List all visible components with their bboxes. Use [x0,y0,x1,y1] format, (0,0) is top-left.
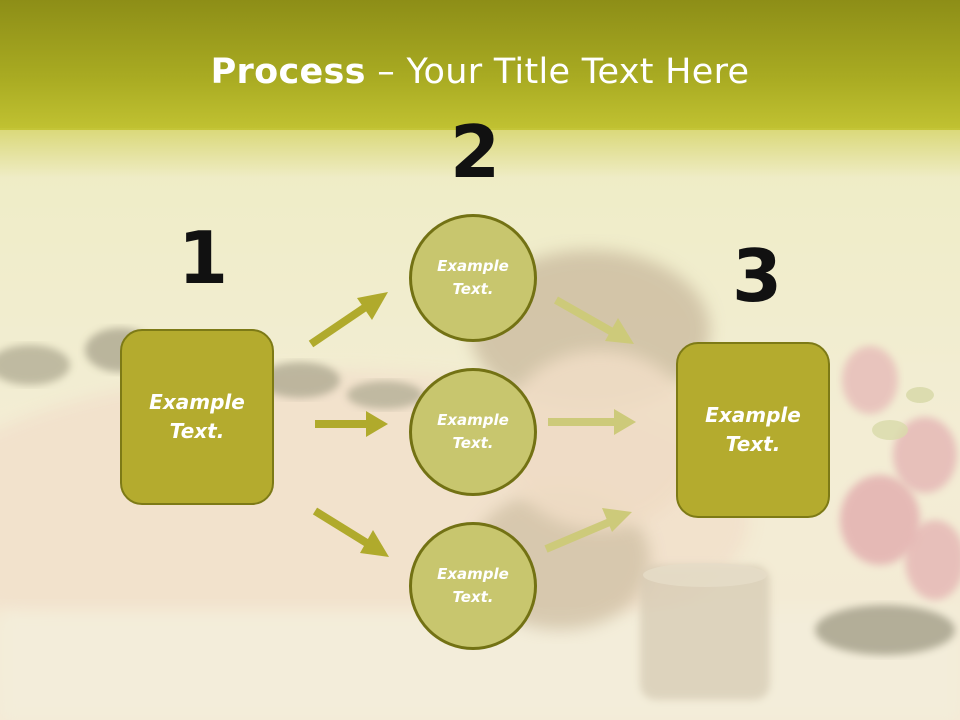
circle-middle-label: Example Text. [437,410,509,452]
circle-top-label: Example Text. [437,256,509,298]
title-bold: Process [210,52,366,92]
step-number-2: 2 [450,110,501,194]
step-1-box: Example Text. [120,329,274,505]
arrow-from-circle-top [554,296,634,344]
step-2-circle-top: Example Text. [409,214,537,342]
step-3-label: Example Text. [705,403,801,456]
step-2-circle-bottom: Example Text. [409,522,537,650]
title-bar [0,0,960,130]
arrow-to-circle-middle [315,411,388,437]
step-2-circle-middle: Example Text. [409,368,537,496]
step-number-1: 1 [178,216,229,300]
step-3-box: Example Text. [676,342,830,518]
arrow-to-circle-bottom [312,507,389,557]
title-bar-fade [0,128,960,178]
arrow-from-circle-bottom [544,508,632,553]
slide-title: Process – Your Title Text Here [0,52,960,92]
step-number-3: 3 [732,234,783,318]
arrow-from-circle-middle [548,409,636,435]
arrow-to-circle-top [308,292,388,348]
step-1-label: Example Text. [149,390,245,443]
circle-bottom-label: Example Text. [437,564,509,606]
title-rest: – Your Title Text Here [365,52,750,92]
